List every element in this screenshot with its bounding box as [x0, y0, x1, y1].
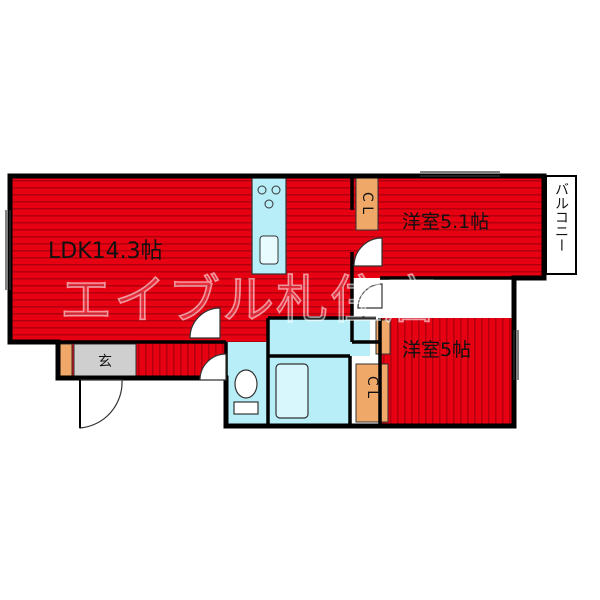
toilet-bowl	[234, 369, 258, 399]
window-mark	[420, 171, 500, 177]
window-mark	[5, 210, 11, 290]
western-room-1-label: 洋室5.1帖	[402, 211, 489, 233]
window-mark	[513, 330, 519, 380]
door-swing	[199, 353, 227, 381]
kitchen-sink	[259, 235, 279, 265]
door-swing	[189, 307, 221, 339]
stove-burner	[257, 185, 267, 195]
toilet-tank	[233, 401, 259, 415]
ldk-label: LDK14.3帖	[48, 239, 163, 264]
stove-burner	[264, 199, 274, 209]
entrance-door-swing	[79, 379, 123, 429]
closet-1-label: C L	[359, 192, 375, 214]
balcony-label: バルコニー	[553, 182, 569, 252]
ldk-floor	[10, 176, 352, 342]
entrance-label: 玄	[98, 353, 112, 370]
western-room-2-label: 洋室5帖	[402, 339, 471, 361]
western-room-1-floor	[352, 176, 544, 278]
western-room-2-floor	[380, 318, 514, 426]
watermark: エイブル札住店	[60, 271, 438, 331]
shoe-cabinet	[59, 343, 73, 377]
closet-2-floor	[355, 363, 389, 423]
door-swing	[353, 237, 383, 267]
bathtub	[275, 363, 309, 419]
balcony-outline	[545, 175, 577, 275]
stove-burner	[271, 185, 281, 195]
door-swing	[357, 283, 383, 309]
closet-2-label: C L	[364, 376, 380, 398]
outer-wall	[7, 173, 547, 429]
